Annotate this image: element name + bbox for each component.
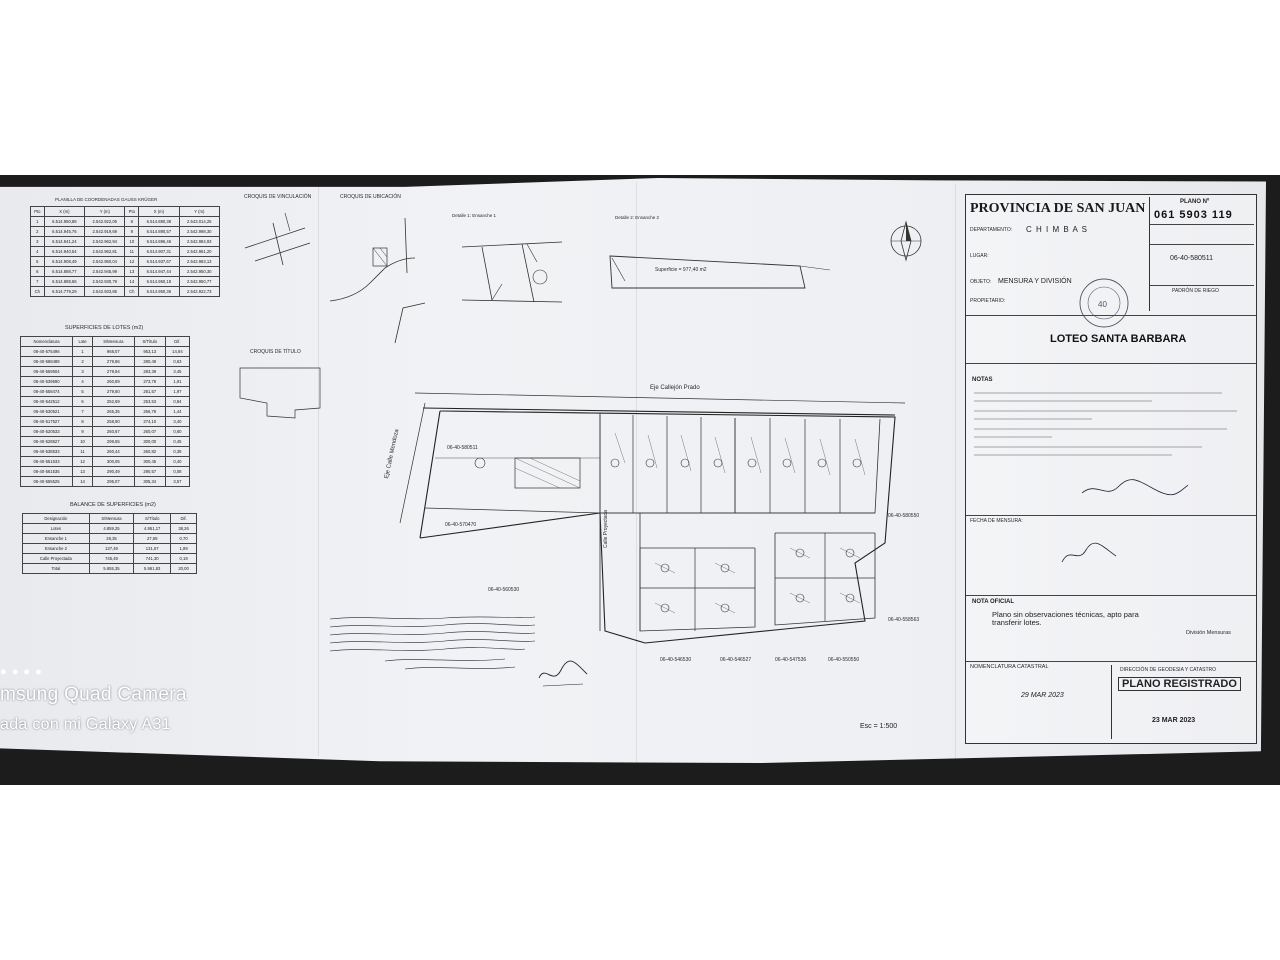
parcel-label-4: 06-40-560530 <box>488 587 520 593</box>
street-top-label: Eje Callejón Prado <box>650 385 700 391</box>
notes-text <box>974 392 1237 456</box>
parcel-label-6: 06-40-546527 <box>720 657 752 663</box>
handwritten-note <box>329 616 536 670</box>
departamento-value: C H I M B A S <box>1026 225 1088 234</box>
detalle-1-drawing <box>461 241 563 303</box>
camera-watermark-line2: ada con mi Galaxy A31 <box>0 716 171 733</box>
watermark-dots: ● ● ● ● <box>0 666 43 678</box>
parcel-label-3: 06-40-580550 <box>888 513 920 519</box>
padron-label: PADRÓN DE RIEGO <box>1172 288 1219 294</box>
division-label: División Mensuras <box>1186 630 1231 636</box>
croquis-titulo-label: CROQUIS DE TÍTULO <box>250 349 301 355</box>
province-title: PROVINCIA DE SAN JUAN <box>970 201 1146 216</box>
notas-label: NOTAS <box>972 377 993 383</box>
detalle-1-label: Detalle 1: Ensanche 1 <box>452 213 497 218</box>
coords-table-title: PLANILLA DE COORDENADAS GAUSS KRÜGER <box>55 197 158 202</box>
objeto-value: MENSURA Y DIVISIÓN <box>998 278 1072 285</box>
lugar-label: LUGAR: <box>970 253 989 259</box>
survey-plan-sheet: PLANILLA DE COORDENADAS GAUSS KRÜGER Pto… <box>0 178 1266 764</box>
nota-oficial-label: NOTA OFICIAL <box>972 599 1014 605</box>
croquis-ubicacion-label: CROQUIS DE UBICACIÓN <box>340 194 401 200</box>
parcel-label-9: 06-40-558563 <box>888 617 920 623</box>
stamp-date-2: 23 MAR 2023 <box>1152 717 1196 724</box>
nomenclatura-label: NOMENCLATURA CATASTRAL <box>970 664 1049 670</box>
parcel-label-5: 06-40-546530 <box>660 657 692 663</box>
detalle-2-drawing <box>609 255 831 289</box>
subdivision-drawing <box>399 392 906 644</box>
croquis-vinculacion-drawing <box>244 212 311 266</box>
parcel-label-1: 06-40-580511 <box>447 445 478 451</box>
svg-text:40: 40 <box>1098 300 1107 309</box>
official-seal: 40 <box>1079 278 1129 328</box>
surveyor-signature <box>538 660 588 687</box>
fecha-label: FECHA DE MENSURA: <box>970 518 1023 524</box>
stamp-date-1: 29 MAR 2023 <box>1021 692 1064 699</box>
balance-table-title: BALANCE DE SUPERFICIES (m2) <box>70 502 156 508</box>
croquis-ubicacion-drawing <box>329 217 426 344</box>
departamento-label: DEPARTAMENTO: <box>970 227 1013 233</box>
signature-2 <box>1061 542 1117 563</box>
parcel-label-2: 06-40-570470 <box>445 522 477 528</box>
direccion-label: DIRECCIÓN DE GEODESIA Y CATASTRO <box>1120 667 1217 673</box>
superficie-label: Superficie = 977,40 m2 <box>655 267 707 273</box>
lote-title: LOTEO SANTA BARBARA <box>1050 333 1187 345</box>
internal-street-label: Calle Proyectada <box>603 509 609 548</box>
owner-signature <box>1081 479 1189 496</box>
croquis-vinculacion-label: CROQUIS DE VINCULACIÓN <box>244 194 312 200</box>
camera-watermark-line1: msung Quad Camera <box>0 684 187 705</box>
nota-oficial-text: Plano sin observaciones técnicas, apto p… <box>992 610 1139 628</box>
parcel-label-8: 06-40-550550 <box>828 657 860 663</box>
plan-number-label: PLANO Nº <box>1180 199 1210 205</box>
plan-number-box: PLANO Nº 061 5903 119 06-40-580511 PADRÓ… <box>1149 197 1254 311</box>
parcel-label-7: 06-40-547536 <box>775 657 807 663</box>
croquis-titulo-drawing <box>239 367 321 419</box>
registered-stamp: DIRECCIÓN DE GEODESIA Y CATASTRO PLANO R… <box>1111 665 1254 739</box>
nomenclatura-value: 06-40-580511 <box>1170 255 1214 262</box>
north-arrow-icon <box>890 220 922 262</box>
detalle-2-label: Detalle 2: Ensanche 2 <box>615 215 660 220</box>
objeto-label: OBJETO: <box>970 279 992 285</box>
registered-label: PLANO REGISTRADO <box>1118 677 1241 691</box>
scale-label: Esc = 1:500 <box>860 723 898 730</box>
plan-number: 061 5903 119 <box>1154 209 1233 221</box>
propietario-label: PROPIETARIO: <box>970 298 1006 304</box>
title-block: PROVINCIA DE SAN JUAN PLANO Nº 061 5903 … <box>965 194 1257 744</box>
lots-table-title: SUPERFICIES DE LOTES (m2) <box>65 325 144 331</box>
